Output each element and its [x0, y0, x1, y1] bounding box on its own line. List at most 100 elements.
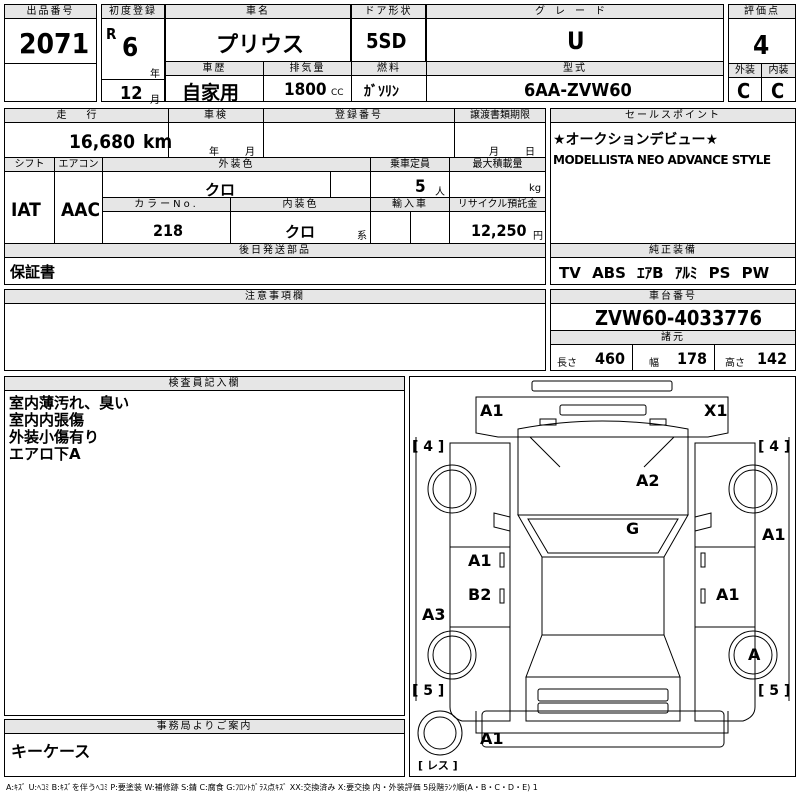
color-no-value: 218 [153, 221, 184, 240]
exterior-score-label: 外装 [729, 64, 762, 78]
transfer-month-unit: 月 [489, 147, 499, 158]
max-load-unit: kg [529, 183, 542, 194]
history-label: 車歴 [166, 62, 264, 76]
mark-left-quarter: A3 [422, 605, 446, 624]
office-label: 事務局よりご案内 [5, 720, 404, 734]
score-box: 評価点 4 外装 内装 C C [728, 4, 796, 103]
first-reg-month-unit: 月 [150, 95, 160, 106]
chassis-label: 車台番号 [551, 290, 795, 304]
inspection-month-unit: 月 [245, 147, 255, 158]
row2-box: 車歴 排気量 燃料 型式 自家用 1800 CC ｶﾞｿﾘﾝ 6AA-ZVW60 [165, 61, 724, 104]
mark-right-wheel: A [748, 645, 761, 664]
office-value: キーケース [11, 742, 91, 761]
door-value: 5SD [366, 29, 407, 53]
model-value: 6AA-ZVW60 [524, 80, 632, 101]
capacity-label: 乗車定員 [371, 158, 450, 172]
mark-left-door-rear: B2 [468, 585, 492, 604]
fuel-label: 燃料 [352, 62, 427, 76]
spec-height: 142 [757, 349, 788, 368]
mark-right-fender: A1 [762, 525, 786, 544]
aircon-label: エアコン [55, 158, 103, 172]
sales-point-box: セールスポイント ★オークションデビュー★ MODELLISTA NEO ADV… [550, 108, 796, 285]
shift-label: シフト [5, 158, 55, 172]
mileage-label: 走行 [5, 109, 169, 123]
mark-tire-rr: [ 5 ] [758, 683, 791, 699]
mileage-value: 16,680 [69, 131, 135, 153]
grade-box: グレード U [426, 4, 724, 62]
int-color-label: 内装色 [231, 198, 371, 212]
mark-front-left: A1 [480, 401, 504, 420]
int-color-unit: 系 [357, 231, 367, 242]
mark-left-door-front: A1 [468, 551, 492, 570]
recycle-value: 12,250 [471, 221, 527, 240]
chassis-box: 車台番号 ZVW60-4033776 諸元 長さ 460 幅 178 高さ 14… [550, 289, 796, 371]
spec-width-label: 幅 [649, 358, 659, 369]
first-reg-year: 6 [122, 33, 139, 63]
registration-label: 登録番号 [264, 109, 455, 123]
sales-point-label: セールスポイント [551, 109, 795, 123]
inspector-line-2: 室内内張傷 [9, 411, 85, 429]
mark-spare: [ レス ] [418, 759, 458, 772]
color-no-label: カラーNo. [103, 198, 231, 212]
fuel-value: ｶﾞｿﾘﾝ [364, 84, 399, 100]
chassis-value: ZVW60-4033776 [595, 306, 762, 330]
exterior-score: C [737, 79, 751, 103]
door-box: ドア形状 5SD [351, 4, 426, 62]
inspector-line-1: 室内薄汚れ、臭い [9, 394, 130, 412]
later-parts-label: 後日発送部品 [5, 244, 545, 258]
door-label: ドア形状 [352, 5, 425, 19]
history-value: 自家用 [182, 82, 240, 104]
transfer-deadline-label: 譲渡書類期限 [455, 109, 545, 123]
mark-rear: A1 [480, 729, 504, 748]
model-label: 型式 [427, 62, 723, 76]
mark-tire-rl: [ 5 ] [412, 683, 445, 699]
equipment-tv: TV [559, 264, 581, 282]
legend: A:ｷｽﾞ U:ﾍｺﾐ B:ｷｽﾞを伴うﾍｺﾐ P:要塗装 W:補修跡 S:錆 … [6, 783, 538, 792]
first-reg-era: R [106, 25, 117, 43]
equipment-ps: PS [708, 264, 731, 282]
capacity-value: 5 [415, 177, 426, 197]
transfer-day-unit: 日 [525, 147, 535, 158]
displacement-label: 排気量 [264, 62, 352, 76]
sales-point-line-2: MODELLISTA NEO ADVANCE STYLE [553, 153, 771, 167]
equipment-airbag: ｴｱB [637, 264, 664, 282]
displacement-unit: CC [331, 88, 344, 98]
equipment-pw: PW [741, 264, 770, 282]
car-diagram-box: A1 X1 [ 4 ] [ 4 ] A2 G A1 A1 B2 A1 A3 A … [409, 376, 796, 777]
first-reg-month: 12 [120, 83, 143, 104]
mileage-unit: km [143, 131, 173, 153]
recycle-label: リサイクル預託金 [450, 198, 545, 212]
inspector-notes: 室内薄汚れ、臭い 室内内張傷 外装小傷有り エアロ下A [9, 395, 129, 463]
interior-score: C [771, 79, 785, 103]
ext-color-label: 外装色 [103, 158, 371, 172]
score-label: 評価点 [729, 5, 795, 19]
office-box: 事務局よりご案内 キーケース [4, 719, 405, 777]
ext-color-value: クロ [205, 181, 236, 199]
car-diagram [415, 380, 790, 756]
mid-box: 走行 車検 登録番号 譲渡書類期限 16,680 km 年 月 月 日 シフト … [4, 108, 546, 285]
equipment-list: TV ABS ｴｱB ｱﾙﾐ PS PW [559, 262, 769, 283]
inspector-label: 検査員記入欄 [5, 377, 404, 391]
equipment-alloy: ｱﾙﾐ [674, 264, 698, 282]
inspector-box: 検査員記入欄 室内薄汚れ、臭い 室内内張傷 外装小傷有り エアロ下A [4, 376, 405, 716]
capacity-unit: 人 [435, 187, 445, 198]
grade-value: U [567, 27, 585, 55]
mark-front-right: X1 [704, 401, 728, 420]
inspector-line-4: エアロ下A [9, 445, 81, 463]
score-value: 4 [753, 31, 770, 61]
displacement-value: 1800 [284, 80, 327, 100]
first-reg-box: 初度登録 R 6 年 12 月 [101, 4, 165, 106]
car-name-value: プリウス [216, 33, 305, 58]
sales-point-line-1: ★オークションデビュー★ [553, 132, 719, 148]
later-parts-value: 保証書 [10, 263, 56, 281]
equipment-label: 純正装備 [551, 244, 795, 258]
mark-windshield: G [626, 519, 640, 538]
mark-tire-fr: [ 4 ] [758, 439, 791, 455]
int-color-value: クロ [285, 223, 316, 241]
spec-length-label: 長さ [557, 358, 577, 369]
car-name-box: 車名 プリウス [165, 4, 351, 62]
notes-box: 注意事項欄 [4, 289, 546, 371]
grade-label: グレード [427, 5, 723, 19]
interior-score-label: 内装 [762, 64, 795, 78]
spec-height-label: 高さ [725, 358, 745, 369]
